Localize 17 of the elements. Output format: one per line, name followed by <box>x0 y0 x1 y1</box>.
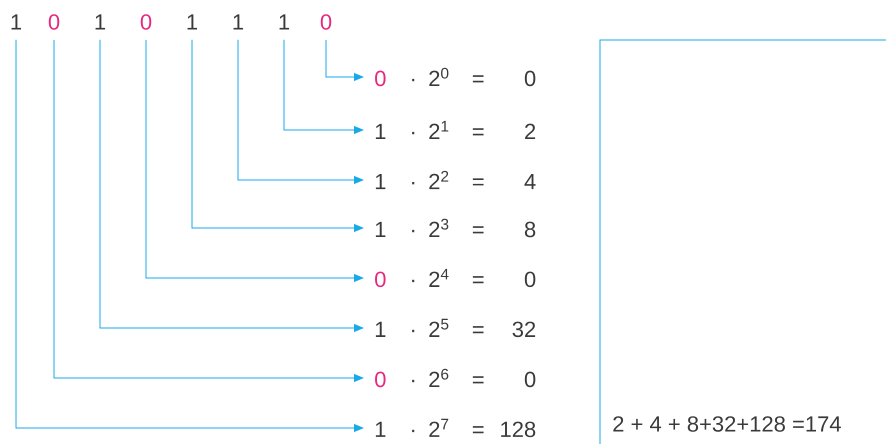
sum-box: 2 + 4 + 8+32+128 =174 <box>600 40 886 444</box>
binary-digit: 1 <box>188 14 198 30</box>
product-row: 1 · 2$^{7}$ = 128 <box>376 418 536 438</box>
product-row: 0 · 2$^{4}$ = 0 <box>375 268 536 288</box>
product-row: 1 · 2$^{1}$ = 2 <box>376 120 536 140</box>
product-row: 0 · 2$^{0}$ = 0 <box>375 68 536 86</box>
binary-digit: 1 <box>96 14 106 30</box>
binary-digit: 1 <box>234 14 244 30</box>
binary-digit: 1 <box>280 14 290 30</box>
binary-digit: 0 <box>320 14 332 30</box>
binary-digit: 0 <box>48 14 60 30</box>
product-row: 1 · 2$^{3}$ = 8 <box>376 218 536 238</box>
binary-digit: 0 <box>140 14 152 30</box>
product-row: 1 · 2$^{5}$ = 32 <box>376 318 536 338</box>
product-row: 1 · 2$^{2}$ = 4 <box>376 170 536 190</box>
product-row: 0 · 2$^{6}$ = 0 <box>375 368 536 388</box>
binary-digit: 1 <box>12 14 22 30</box>
